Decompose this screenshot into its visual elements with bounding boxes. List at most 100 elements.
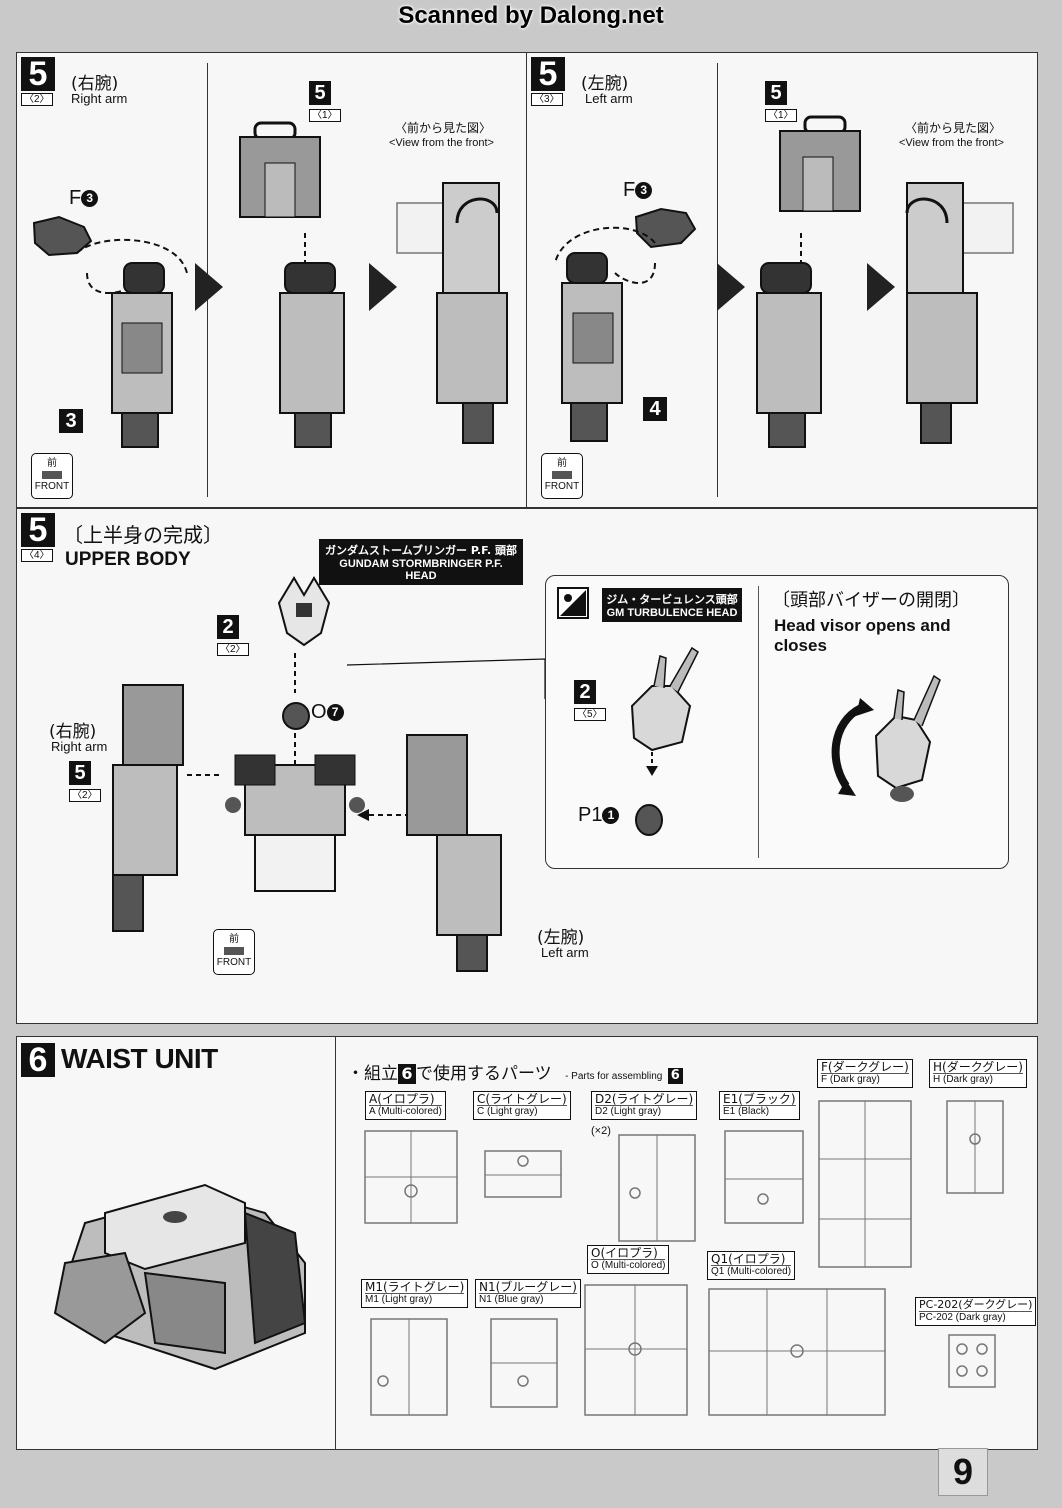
- arm-assembled-drawing: [756, 233, 822, 448]
- section-label-en: Right arm: [71, 91, 128, 106]
- view-label-jp: 〈前から見た図〉: [395, 121, 492, 135]
- right-arm-drawing: [111, 262, 173, 448]
- front-view-drawing: [396, 182, 508, 444]
- parts-step-badge: 6: [398, 1064, 416, 1084]
- runner-e1-sprue: [724, 1130, 804, 1224]
- section-label-jp: (右腕): [71, 74, 119, 94]
- right-arm-substep: 〈2〉: [69, 789, 101, 802]
- left-arm-drawing: [357, 734, 502, 972]
- front-badge-en: FRONT: [544, 481, 580, 492]
- view-label-en: <View from the front>: [389, 137, 494, 149]
- ref-substep: 〈1〉: [765, 109, 797, 122]
- runner-n1-sprue: [490, 1318, 558, 1408]
- next-arrow-icon: [369, 263, 397, 311]
- next-arrow-icon: [717, 263, 745, 311]
- panel-upper-body: 5 〈4〉 〔上半身の完成〕 UPPER BODY ガンダムストームブリンガー …: [16, 508, 1038, 1024]
- runner-h-sprue: [946, 1100, 1004, 1194]
- runner-q1-sprue: [708, 1288, 886, 1416]
- section-label-en: Left arm: [585, 91, 633, 106]
- page-number: 9: [938, 1448, 988, 1496]
- runner-label-e1: E1(ブラック)E1 (Black): [719, 1091, 800, 1120]
- gm-head-label-en: GM TURBULENCE HEAD: [606, 607, 738, 619]
- front-badge-jp: 前: [557, 458, 567, 469]
- runner-d2-sprue: [618, 1134, 696, 1242]
- head-label-en: GUNDAM STORMBRINGER P.F. HEAD: [339, 558, 503, 582]
- right-arm-label-en: Right arm: [51, 739, 108, 754]
- visor-head-drawing: [831, 674, 941, 802]
- runner-label-pc202: PC-202(ダークグレー)PC-202 (Dark gray): [915, 1297, 1037, 1326]
- parts-header-pre: ・組立: [347, 1064, 398, 1084]
- substep-number: 〈4〉: [21, 549, 53, 562]
- visor-label-en: Head visor opens and closes: [774, 616, 951, 655]
- step-number: 5: [531, 57, 565, 91]
- part-letter: P1: [578, 804, 603, 826]
- front-badge-en: FRONT: [216, 957, 252, 968]
- front-arrow-icon: [224, 947, 244, 955]
- gm-head-label-jp: ジム・タービュレンス頭部: [606, 593, 738, 606]
- runner-label-a: A(イロプラ)A (Multi-colored): [365, 1091, 446, 1120]
- runner-label-d2: D2(ライトグレー)D2 (Light gray): [591, 1091, 698, 1120]
- gm-head-substep: 〈5〉: [574, 708, 606, 721]
- runner-f-sprue: [818, 1100, 912, 1268]
- parts-step-badge-small: 6: [667, 1068, 683, 1084]
- next-arrow-icon: [195, 263, 223, 311]
- step-number: 5: [21, 57, 55, 91]
- runner-label-o: O(イロプラ)O (Multi-colored): [587, 1245, 670, 1274]
- runner-label-n1: N1(ブルーグレー)N1 (Blue gray): [475, 1279, 581, 1308]
- part-p1-drawing: [635, 804, 663, 836]
- front-badge: 前 FRONT: [541, 453, 583, 499]
- part-letter: F: [69, 187, 82, 209]
- head-substep: 〈2〉: [217, 643, 249, 656]
- ref-step: 5 〈1〉: [765, 81, 797, 123]
- callout-pointer: [346, 658, 546, 699]
- waist-divider: [335, 1037, 336, 1449]
- left-arm-label-jp: (左腕): [537, 928, 585, 948]
- front-badge-en: FRONT: [34, 481, 70, 492]
- number-badge: 4: [643, 397, 667, 421]
- shoulder-drawing: [779, 115, 861, 212]
- head-step-ref: 2 〈2〉: [217, 615, 249, 657]
- runner-quantity: (×2): [591, 1125, 611, 1137]
- part-number-circle: 3: [635, 182, 653, 200]
- ref-substep: 〈1〉: [309, 109, 341, 122]
- left-arm-drawing: [561, 252, 623, 442]
- right-arm-drawing: [112, 684, 223, 932]
- ref-step: 5 〈1〉: [309, 81, 341, 123]
- option-icon: [557, 587, 589, 619]
- head-label-jp: ガンダムストームブリンガー P.F. 頭部: [325, 544, 517, 557]
- watermark: Scanned by Dalong.net: [398, 2, 664, 29]
- part-f3-drawing: [32, 215, 93, 257]
- front-arrow-icon: [552, 471, 572, 479]
- view-label-en: <View from the front>: [899, 137, 1004, 149]
- right-arm-step-ref: 5 〈2〉: [69, 761, 101, 803]
- stormbringer-head-drawing: [277, 576, 331, 647]
- next-arrow-icon: [867, 263, 895, 311]
- front-badge: 前 FRONT: [31, 453, 73, 499]
- part-number-circle: 1: [602, 807, 620, 825]
- part-o7-drawing: [282, 702, 310, 730]
- gm-head-drawing: [630, 646, 699, 776]
- callout-divider: [758, 586, 759, 858]
- front-badge-jp: 前: [229, 934, 239, 945]
- section-label-jp: (左腕): [581, 74, 629, 94]
- visor-label-jp: 〔頭部バイザーの開閉〕: [772, 590, 970, 611]
- runner-label-m1: M1(ライトグレー)M1 (Light gray): [361, 1279, 469, 1308]
- parts-header-post: で使用するパーツ: [416, 1064, 552, 1084]
- runner-label-f: F(ダークグレー)F (Dark gray): [817, 1059, 913, 1088]
- section-title: WAIST UNIT: [61, 1043, 218, 1074]
- arm-assembled-drawing: [279, 233, 345, 448]
- shoulder-drawing: [239, 121, 321, 218]
- part-number-circle: 3: [81, 190, 99, 208]
- right-arm-label-jp: (右腕): [49, 722, 97, 742]
- part-number-circle: 7: [326, 704, 344, 722]
- step-number: 6: [21, 1043, 55, 1077]
- runner-o-sprue: [584, 1284, 688, 1416]
- assembly-arrow-dashed: [554, 226, 656, 284]
- gm-head-step-ref: 2 〈5〉: [574, 680, 606, 722]
